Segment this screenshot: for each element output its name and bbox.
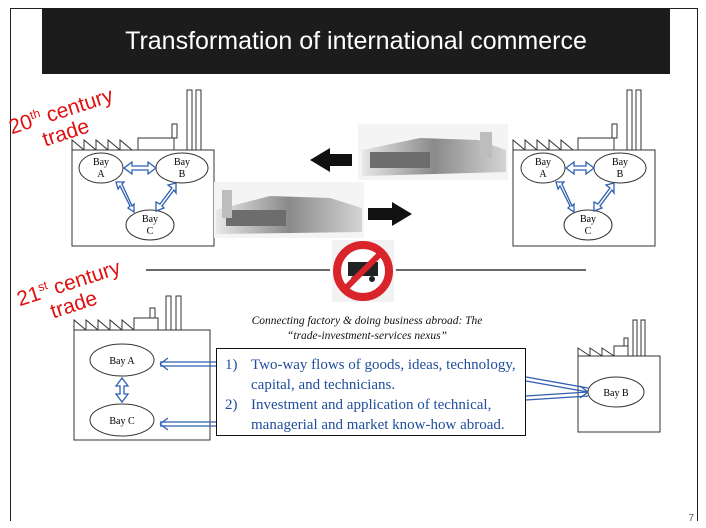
svg-text:C: C [147,226,154,237]
svg-text:Bay: Bay [142,214,158,225]
double-arrows-20th-right [555,160,615,214]
svg-text:B: B [617,169,624,180]
bay-a-21st [89,343,155,377]
nexus-list-box: 1) Two-way flows of goods, ideas, techno… [216,348,526,436]
bay-c-20th-left [125,209,175,241]
title-bar: Transformation of international commerce [42,8,670,74]
factory-21st-right [577,319,661,433]
arrow-right-black [368,202,412,226]
svg-text:B: B [179,169,186,180]
connection-arrows [159,357,589,431]
svg-text:A: A [539,169,547,180]
nexus-caption: Connecting factory & doing business abro… [251,315,483,342]
svg-text:Bay: Bay [580,214,596,225]
svg-text:Bay: Bay [612,157,628,168]
svg-text:Bay C: Bay C [109,416,135,427]
train-image-upper [358,124,508,180]
nexus-item-1: 1) Two-way flows of goods, ideas, techno… [225,357,516,393]
svg-text:A: A [97,169,105,180]
svg-text:Bay B: Bay B [603,388,629,399]
svg-text:C: C [585,226,592,237]
bay-c-20th-right [563,209,613,241]
no-truck-sign-icon [332,240,394,302]
page-number: 7 [688,513,694,524]
svg-text:Bay: Bay [174,157,190,168]
arrow-left-black [310,148,352,172]
vertical-double-arrow [114,376,130,404]
svg-text:Bay: Bay [93,157,109,168]
bay-c-21st [89,403,155,437]
double-arrows-20th-left [115,160,177,214]
nexus-item-2: 2) Investment and application of technic… [225,397,505,433]
slide-title: Transformation of international commerce [125,26,587,55]
svg-text:Bay A: Bay A [109,356,135,367]
svg-text:Bay: Bay [535,157,551,168]
train-image-lower [214,182,364,238]
